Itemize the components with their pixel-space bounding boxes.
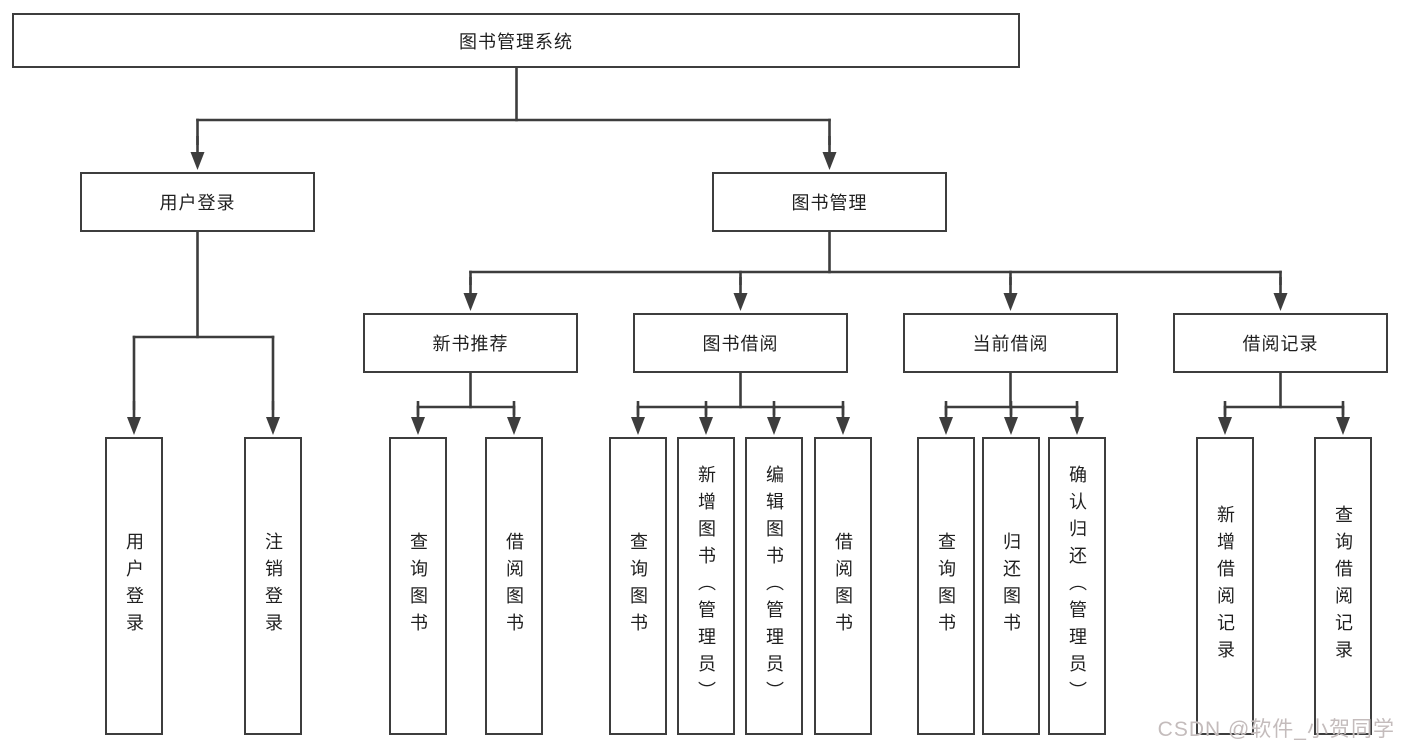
node-label: 注销登录 xyxy=(263,532,283,640)
node-label: 查询图书 xyxy=(936,532,956,640)
node-return-books: 归还图书 xyxy=(982,437,1040,735)
node-label: 新书推荐 xyxy=(432,334,509,354)
node-current-borrow: 当前借阅 xyxy=(903,313,1118,373)
node-label: 确认归还（管理员） xyxy=(1067,464,1087,708)
node-logout: 注销登录 xyxy=(244,437,302,735)
node-label: 用户登录 xyxy=(124,532,144,640)
node-label: 借阅记录 xyxy=(1242,334,1319,354)
node-borrow-books-recommend: 借阅图书 xyxy=(485,437,543,735)
node-label: 图书管理系统 xyxy=(459,31,573,52)
node-label: 图书管理 xyxy=(791,193,868,213)
node-label: 编辑图书（管理员） xyxy=(764,464,784,708)
node-label: 借阅图书 xyxy=(504,532,524,640)
node-query-books-recommend: 查询图书 xyxy=(389,437,447,735)
node-borrow-books: 借阅图书 xyxy=(814,437,872,735)
node-new-book-recommend: 新书推荐 xyxy=(363,313,578,373)
csdn-watermark: CSDN @软件_小贺同学 xyxy=(1157,718,1395,741)
node-label: 借阅图书 xyxy=(833,532,853,640)
node-label: 新增借阅记录 xyxy=(1215,505,1235,667)
node-query-books-current: 查询图书 xyxy=(917,437,975,735)
node-edit-books-admin: 编辑图书（管理员） xyxy=(745,437,803,735)
node-add-borrow-record: 新增借阅记录 xyxy=(1196,437,1254,735)
node-label: 归还图书 xyxy=(1001,532,1021,640)
node-label: 用户登录 xyxy=(159,193,236,213)
node-user-login: 用户登录 xyxy=(105,437,163,735)
node-borrow-records: 借阅记录 xyxy=(1173,313,1388,373)
node-confirm-return-admin: 确认归还（管理员） xyxy=(1048,437,1106,735)
node-label: 当前借阅 xyxy=(972,334,1049,354)
node-label: 图书借阅 xyxy=(702,334,779,354)
node-add-books-admin: 新增图书（管理员） xyxy=(677,437,735,735)
node-label: 查询图书 xyxy=(628,532,648,640)
node-library-system: 图书管理系统 xyxy=(12,13,1020,68)
node-query-books-borrow: 查询图书 xyxy=(609,437,667,735)
node-label: 新增图书（管理员） xyxy=(696,464,716,708)
node-book-borrow: 图书借阅 xyxy=(633,313,848,373)
node-query-borrow-record: 查询借阅记录 xyxy=(1314,437,1372,735)
node-book-management: 图书管理 xyxy=(712,172,947,232)
node-label: 查询图书 xyxy=(408,532,428,640)
node-label: 查询借阅记录 xyxy=(1333,505,1353,667)
node-user-login-branch: 用户登录 xyxy=(80,172,315,232)
